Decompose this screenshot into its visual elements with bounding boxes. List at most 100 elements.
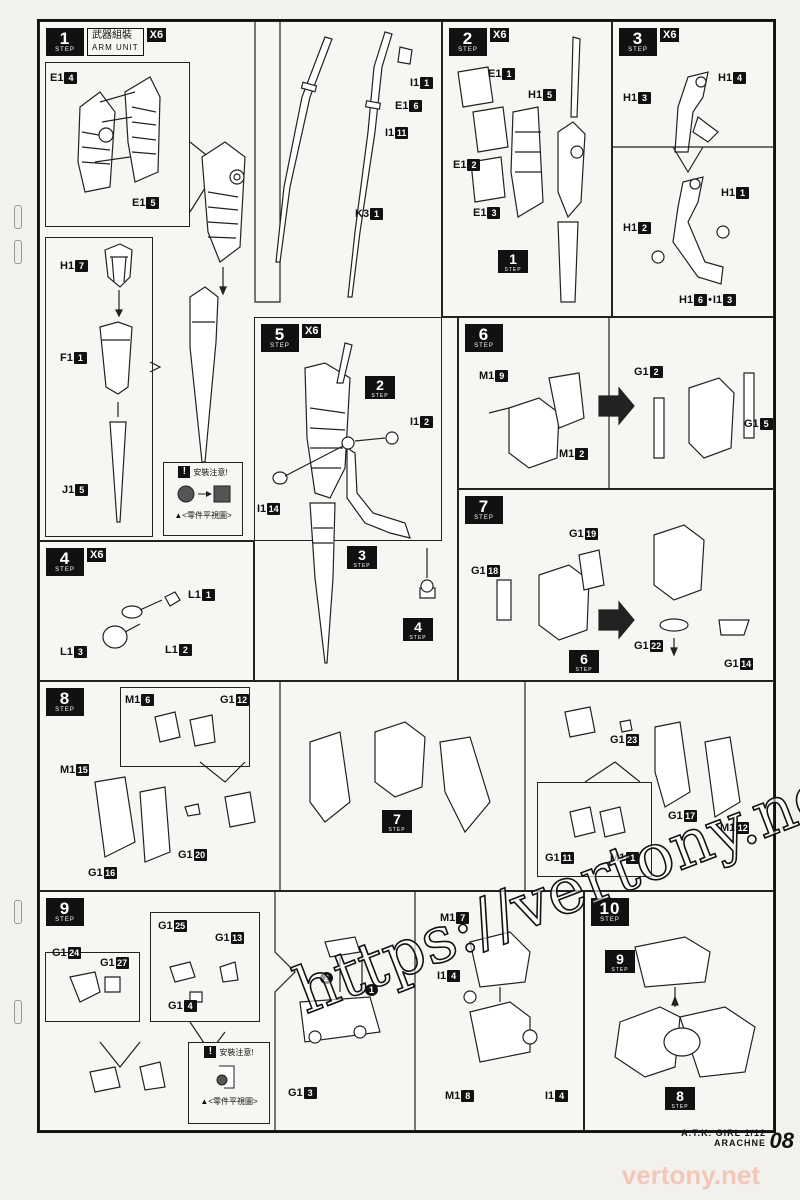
step-1-badge: 1 STEP	[46, 28, 84, 56]
step-1-multiplier: X6	[146, 28, 167, 42]
notice-box-1: !安裝注意! ▲<零件平視圖>	[163, 462, 243, 536]
notice-box-2: !安裝注意! ▲<零件平視圖>	[188, 1042, 270, 1124]
step-6-label: STEP	[474, 343, 494, 349]
step-5-number: 5	[274, 325, 286, 344]
notice-2-title: 安裝注意!	[219, 1047, 254, 1057]
notice-1-title: 安裝注意!	[193, 467, 228, 477]
step-10-label: STEP	[600, 917, 620, 923]
watermark-corner: vertony.net	[621, 1160, 760, 1190]
step-5-multiplier: X6	[302, 324, 322, 338]
step-7-label: STEP	[474, 515, 494, 521]
step-6-number: 6	[478, 325, 490, 344]
product-name: A.T.K. GIRL 1/12	[681, 1128, 766, 1138]
step-3-multiplier: X6	[660, 28, 680, 42]
step-1-header: 1 STEP 武器組裝 ARM UNIT X6	[46, 28, 167, 56]
step-3-number: 3	[632, 29, 644, 48]
step-4-art	[102, 591, 181, 649]
step-8-label: STEP	[55, 707, 75, 713]
step-2-label: STEP	[458, 47, 478, 53]
order-mark-2: 2	[320, 972, 333, 984]
step-4-number: 4	[59, 549, 71, 568]
footer: A.T.K. GIRL 1/12 ARACHNE 08	[681, 1128, 794, 1153]
step-10-number: 10	[599, 899, 621, 918]
step-10-art	[614, 936, 756, 1078]
step-9-inset-left	[45, 952, 140, 1022]
notice-1-caption: ▲<零件平視圖>	[174, 511, 232, 520]
notice-2-caption: ▲<零件平視圖>	[200, 1097, 258, 1106]
step-9-label: STEP	[55, 917, 75, 923]
page-number: 08	[769, 1128, 794, 1153]
step-1-inset-box	[45, 62, 190, 227]
step-1-lower-box	[45, 237, 153, 537]
order-mark-1: 1	[365, 984, 378, 996]
step-2-multiplier: X6	[490, 28, 510, 42]
step-9-number: 9	[59, 899, 71, 918]
step-8-number: 8	[59, 689, 71, 708]
step-1-title-en: ARM UNIT	[92, 43, 139, 52]
step-1-title: 武器組裝 ARM UNIT	[87, 28, 144, 56]
notice-2-diagram	[216, 1065, 235, 1089]
step-1-number: 1	[59, 29, 71, 48]
step-7-art	[496, 524, 750, 657]
step-3-label: STEP	[628, 47, 648, 53]
step-9-inset-mid	[150, 912, 260, 1022]
step-2-art	[457, 36, 586, 303]
step-8-art	[94, 682, 741, 890]
